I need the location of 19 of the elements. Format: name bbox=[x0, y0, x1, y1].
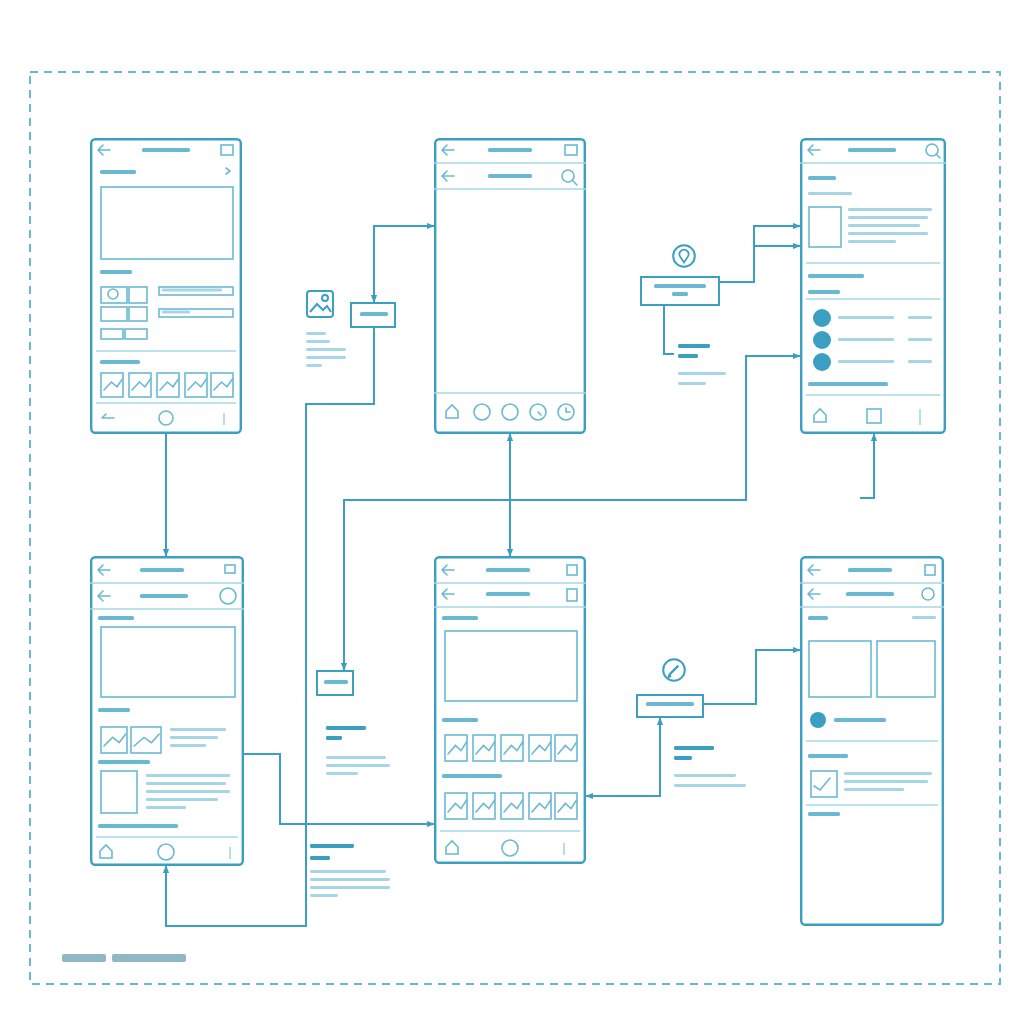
label-placeholder-box bbox=[350, 302, 396, 328]
connector-arrow bbox=[585, 717, 664, 800]
connector-arrow bbox=[162, 433, 170, 557]
connector-arrow bbox=[340, 352, 801, 671]
connector-arrow bbox=[859, 433, 878, 499]
phone-screen-wireframe bbox=[90, 556, 244, 866]
phone-screen-wireframe bbox=[434, 556, 586, 864]
label-placeholder-box bbox=[636, 694, 704, 718]
connector-arrow bbox=[243, 753, 435, 828]
label-placeholder-box bbox=[640, 276, 720, 306]
label-placeholder-box bbox=[316, 670, 354, 696]
phone-screen-wireframe bbox=[800, 556, 944, 926]
connector-arrow bbox=[703, 646, 801, 705]
connector-arrow bbox=[370, 222, 435, 303]
phone-screen-wireframe bbox=[800, 138, 946, 434]
connector-arrow bbox=[506, 433, 514, 557]
connector-arrow bbox=[719, 242, 801, 283]
phone-screen-wireframe bbox=[434, 138, 586, 434]
phone-screen-wireframe bbox=[90, 138, 242, 434]
